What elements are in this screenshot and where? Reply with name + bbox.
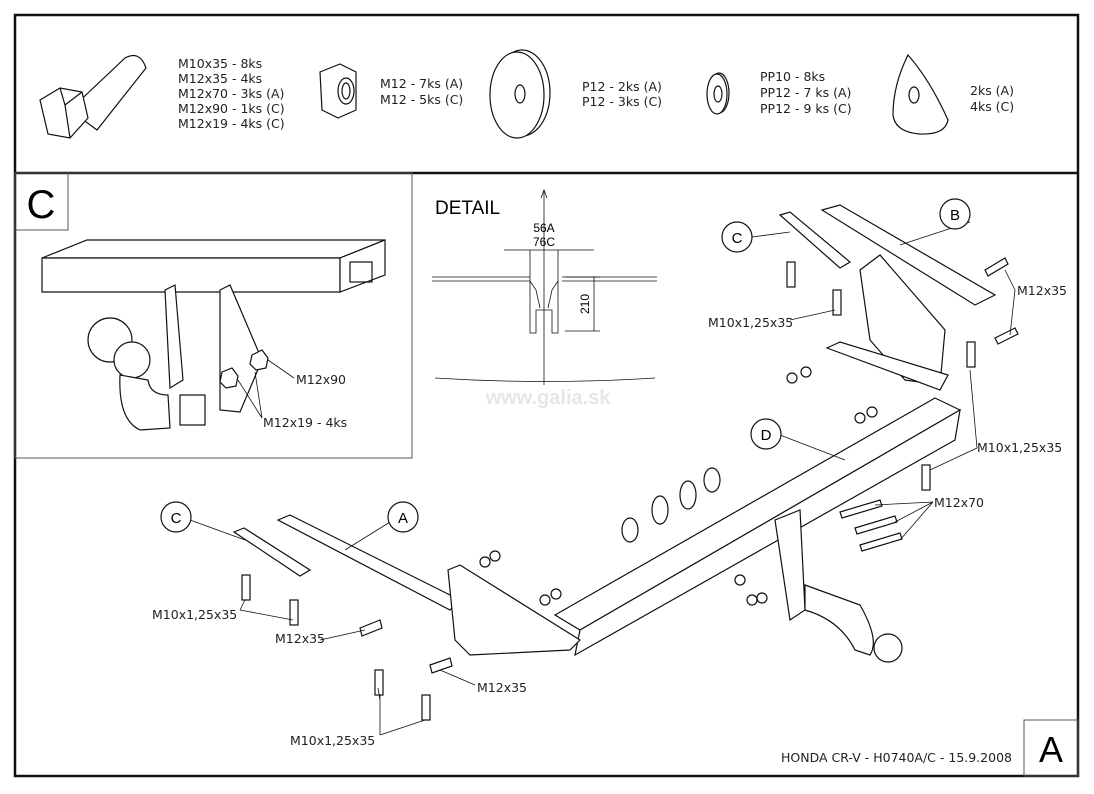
bolt-spec: M10x35 - 8ks <box>178 56 262 71</box>
spacer-spec: 2ks (A) <box>970 83 1014 98</box>
washer-spec: P12 - 2ks (A) <box>582 79 662 94</box>
bolt-spec: M12x90 - 1ks (C) <box>178 101 285 116</box>
bolt-icon <box>39 55 147 139</box>
nut-spec: M12 - 7ks (A) <box>380 76 463 91</box>
detail-section-drawing <box>432 188 657 385</box>
callout-m10x1-25x35: M10x1,25x35 <box>708 315 793 330</box>
towbar-main-drawing <box>232 204 1019 721</box>
washer-spec: PP10 - 8ks <box>760 69 825 84</box>
version-box <box>1023 719 1079 777</box>
bolt-spec: M12x19 - 4ks (C) <box>178 116 285 131</box>
washer-spec: PP12 - 9 ks (C) <box>760 101 852 116</box>
bolt-spec: M12x35 - 4ks <box>178 71 262 86</box>
label-c: C <box>732 230 743 247</box>
detail-c-box <box>14 172 413 459</box>
nut-spec: M12 - 5ks (C) <box>380 92 463 107</box>
dimension-width-c: 76C <box>533 235 555 249</box>
nut-icon <box>319 63 357 119</box>
detail-c-label-box <box>14 172 69 231</box>
washer-spec: P12 - 3ks (C) <box>582 94 662 109</box>
circle-labels: C B D C A <box>160 198 971 533</box>
callout-m12x19: M12x19 - 4ks <box>263 415 347 430</box>
label-b: B <box>950 207 960 224</box>
callout-m10x1-25x35: M10x1,25x35 <box>977 440 1062 455</box>
dimension-width-a: 56A <box>533 221 554 235</box>
callout-m12x90: M12x90 <box>296 372 346 387</box>
label-d: D <box>761 427 772 444</box>
drawing-title: HONDA CR-V - H0740A/C - 15.9.2008 <box>781 750 1012 765</box>
dimension-height: 210 <box>578 294 592 314</box>
spacer-icon <box>892 53 949 135</box>
callout-m12x35: M12x35 <box>275 631 325 646</box>
leader-lines <box>189 221 1016 736</box>
callout-m10x1-25x35: M10x1,25x35 <box>152 607 237 622</box>
label-c: C <box>171 510 182 527</box>
detail-c-label: C <box>27 183 56 227</box>
detail-c-drawing <box>41 239 386 431</box>
washer-spec: PP12 - 7 ks (A) <box>760 85 851 100</box>
small-washer-icon <box>706 72 730 115</box>
detail-title: DETAIL <box>435 198 500 219</box>
watermark: www.galia.sk <box>485 387 612 409</box>
callout-m12x70: M12x70 <box>934 495 984 510</box>
callout-m10x1-25x35: M10x1,25x35 <box>290 733 375 748</box>
bolt-spec: M12x70 - 3ks (A) <box>178 86 284 101</box>
spacer-spec: 4ks (C) <box>970 99 1014 114</box>
callout-m12x35: M12x35 <box>477 680 527 695</box>
large-washer-icon <box>489 49 551 139</box>
version-letter: A <box>1039 729 1063 770</box>
bolt-list: M10x35 - 8ks M12x35 - 4ks M12x70 - 3ks (… <box>178 56 285 131</box>
label-a: A <box>398 510 408 527</box>
callout-m12x35: M12x35 <box>1017 283 1067 298</box>
